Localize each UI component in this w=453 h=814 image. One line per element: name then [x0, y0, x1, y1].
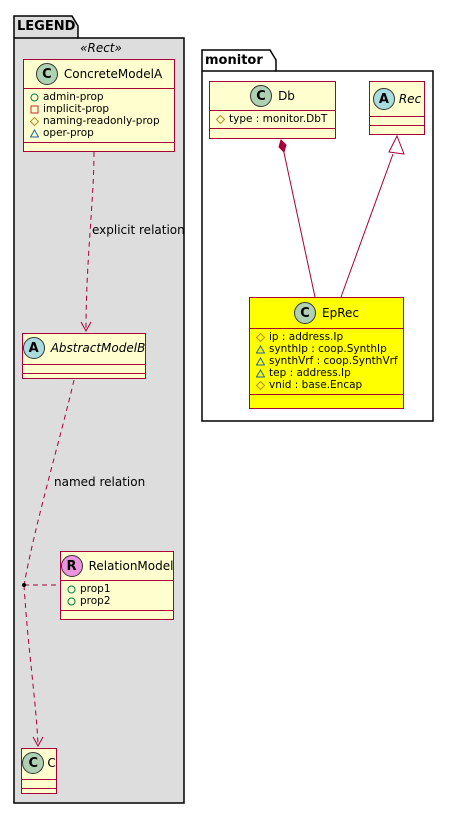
attribute-row: admin-prop [30, 91, 168, 103]
protected-visibility-icon [256, 380, 265, 390]
package-visibility-icon [256, 368, 265, 378]
class-name: Db [278, 89, 295, 103]
attribute-row: ip : address.Ip [256, 331, 397, 343]
class-badge-icon: C [294, 302, 316, 324]
class-badge-icon: C [250, 85, 273, 107]
attribute-text: synthIp : coop.SynthIp [269, 343, 387, 355]
class-abstract-model-b[interactable]: A AbstractModelB [22, 333, 146, 379]
abstract-badge-icon: A [372, 88, 395, 110]
attribute-text: synthVrf : coop.SynthVrf [269, 355, 398, 367]
legend-stereotype: «Rect» [80, 41, 122, 55]
attribute-text: tep : address.Ip [269, 367, 351, 379]
attribute-text: vnid : base.Encap [269, 379, 363, 391]
class-name: EpRec [322, 306, 359, 320]
class-attributes: type : monitor.DbT [210, 111, 335, 128]
attribute-text: ip : address.Ip [269, 331, 344, 343]
attribute-row: implicit-prop [30, 103, 168, 115]
class-name: AbstractModelB [50, 341, 146, 355]
attribute-text: type : monitor.DbT [229, 113, 328, 125]
attribute-row: vnid : base.Encap [256, 379, 397, 391]
named-relation-edge [22, 379, 75, 748]
abstract-badge-icon: A [22, 337, 45, 359]
attribute-row: synthVrf : coop.SynthVrf [256, 355, 398, 367]
package-visibility-icon [30, 128, 39, 138]
attribute-text: admin-prop [43, 91, 104, 103]
attribute-row: oper-prop [30, 127, 168, 139]
attribute-row: prop2 [67, 595, 167, 607]
legend-package-title: LEGEND [17, 19, 76, 34]
attribute-row: tep : address.Ip [256, 367, 397, 379]
monitor-package-title: monitor [205, 53, 263, 68]
public-visibility-icon [30, 93, 39, 102]
public-visibility-icon [67, 585, 76, 594]
attribute-row: prop1 [67, 583, 167, 595]
protected-visibility-icon [256, 332, 265, 342]
public-visibility-icon [67, 597, 76, 606]
class-c[interactable]: C C [21, 748, 57, 794]
attribute-row: naming-readonly-prop [30, 115, 168, 127]
attribute-text: implicit-prop [43, 103, 110, 115]
class-name: ConcreteModelA [63, 67, 163, 81]
protected-visibility-icon [30, 116, 39, 126]
attribute-row: synthIp : coop.SynthIp [256, 343, 397, 355]
relation-badge-icon: R [60, 555, 83, 577]
protected-visibility-icon [216, 114, 225, 124]
attribute-row: type : monitor.DbT [216, 113, 329, 125]
rec-inheritance-edge [340, 134, 405, 298]
private-visibility-icon [30, 105, 39, 114]
named-relation-label: named relation [54, 475, 146, 489]
package-visibility-icon [256, 356, 265, 366]
class-name: Rec [398, 92, 422, 106]
class-db[interactable]: C Db type : monitor.DbT [209, 81, 336, 139]
attribute-text: prop1 [80, 583, 111, 595]
package-visibility-icon [256, 344, 265, 354]
attribute-text: prop2 [80, 595, 111, 607]
class-name: RelationModel [88, 559, 174, 573]
class-name: C [47, 756, 56, 770]
attribute-text: naming-readonly-prop [43, 115, 160, 127]
attribute-text: oper-prop [43, 127, 94, 139]
class-badge-icon: C [35, 63, 58, 85]
class-badge-icon: C [22, 752, 45, 774]
db-composition-edge [278, 139, 316, 298]
explicit-relation-edge [80, 151, 95, 333]
explicit-relation-label: explicit relation [92, 223, 185, 237]
class-rec[interactable]: A Rec [369, 81, 425, 135]
